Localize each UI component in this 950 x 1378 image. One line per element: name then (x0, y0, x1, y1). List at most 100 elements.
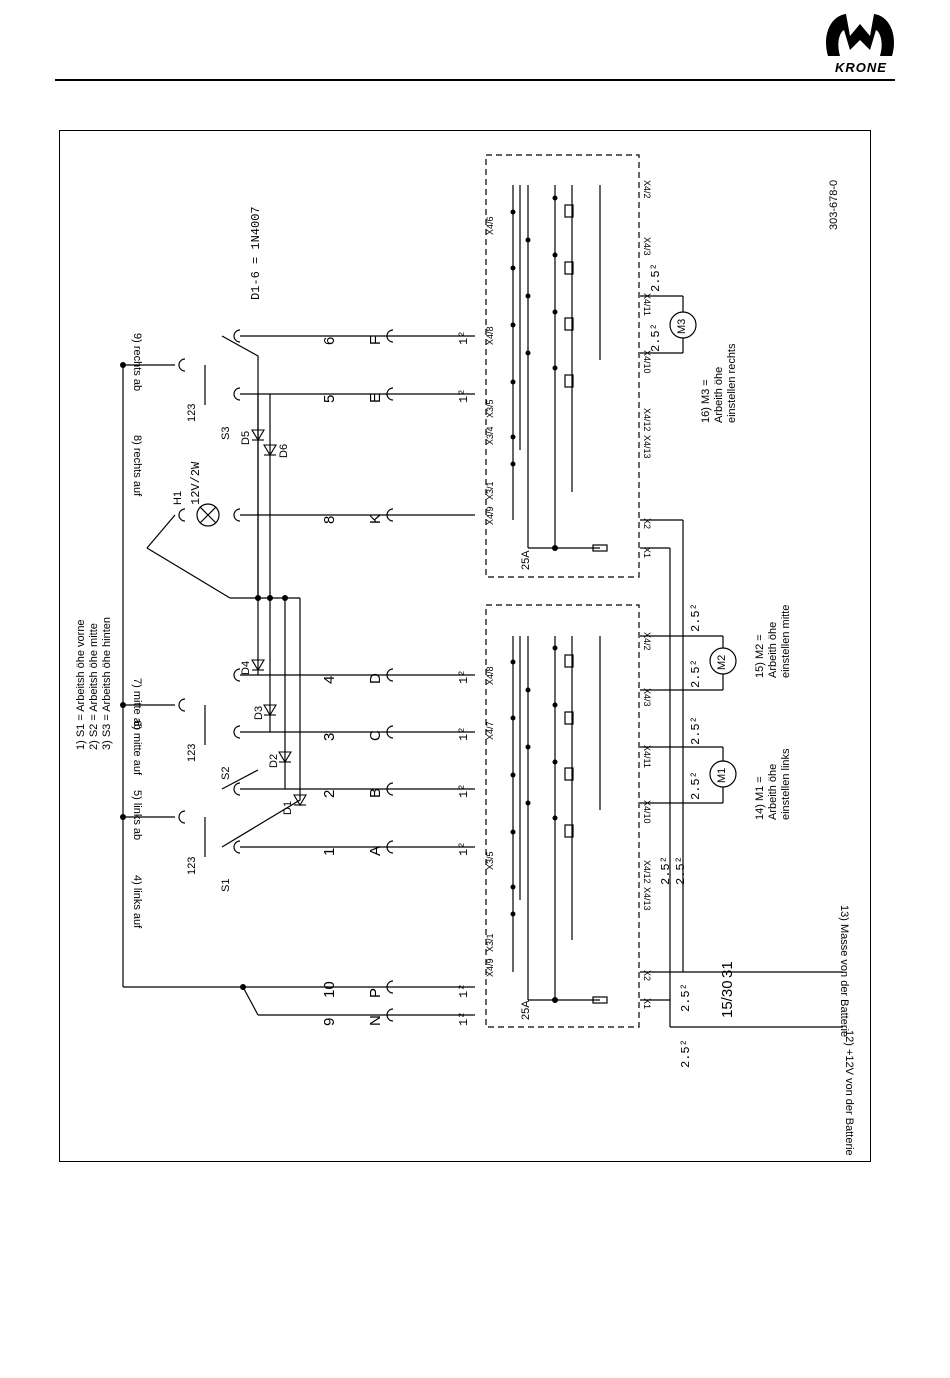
switch-s3-pins: 123 (186, 403, 198, 422)
drawing-frame (59, 130, 871, 1162)
control-unit-lower (485, 604, 640, 1028)
diode-d1: D1 (282, 800, 294, 815)
legend-m2-1: 15) M2 = (754, 634, 766, 678)
wire-letter-f: F (367, 335, 384, 345)
terminal-x4-12-upper: X4/12 (642, 408, 652, 432)
wire-letter-a: A (367, 845, 384, 856)
terminal-31: 31 (719, 961, 736, 978)
diode-d2: D2 (268, 753, 280, 768)
cross-section-m2a: 2.5² (689, 603, 703, 632)
battery-ground-label: 13) Masse von der Batterie (838, 905, 850, 1038)
legend-s1: 1) S1 = Arbeitsh öhe vorne (75, 619, 87, 750)
cross-section-d: 1² (457, 669, 471, 684)
func-rechts-ab: 9) rechts ab (131, 333, 143, 392)
legend-m3-2: Arbeith öhe (713, 366, 725, 423)
krone-logo (826, 14, 894, 56)
cross-section-m2b: 2.5² (689, 659, 703, 688)
wire-number-8: 8 (321, 515, 338, 524)
legend-m1-2: Arbeith öhe (767, 763, 779, 820)
switch-s2-pins: 123 (186, 743, 198, 762)
terminal-x4-9-upper: X4/9 (485, 506, 495, 525)
cross-section-c: 1² (457, 726, 471, 741)
terminal-x4-13-upper: X4/13 (642, 435, 652, 459)
wire-number-1: 1 (321, 847, 338, 856)
legend-m3-3: einstellen rechts (726, 343, 738, 424)
cross-section-power3: 2.5² (679, 983, 693, 1012)
diodes (251, 429, 307, 807)
terminal-x4-3-lower: X4/3 (642, 688, 652, 707)
battery-plus-label: 12) +12V von der Batterie (843, 1030, 855, 1156)
wire-number-5: 5 (321, 394, 338, 403)
diode-d4: D4 (240, 660, 252, 675)
terminal-x4-3-upper: X4/3 (642, 237, 652, 256)
wire-letter-n: N (367, 1015, 384, 1026)
lamp-rating: 12V/2W (189, 461, 203, 505)
control-unit-upper (485, 154, 640, 578)
terminal-x3-4-upper: X3/4 (485, 426, 495, 445)
wire-letter-d: D (367, 673, 384, 684)
cross-section-m1b: 2.5² (689, 771, 703, 800)
terminal-x4-8-upper: X4/8 (485, 326, 495, 345)
motor-m2-label: M2 (716, 654, 728, 670)
motor-m3-label: M3 (676, 318, 688, 334)
terminal-x4-10-lower: X4/10 (642, 800, 652, 824)
terminal-x4-2-lower: X4/2 (642, 632, 652, 651)
legend-s2: 2) S2 = Arbeitsh öhe mitte (88, 623, 100, 750)
switch-s3: S3 (220, 426, 232, 440)
terminal-x4-2-upper: X4/2 (642, 180, 652, 199)
cross-section-e: 1² (457, 388, 471, 403)
cross-section-f: 1² (457, 330, 471, 345)
fuse-lower-label: 25A (520, 1000, 532, 1020)
wire-letter-b: B (367, 787, 384, 798)
terminal-x4-11-upper: X4/11 (642, 293, 652, 316)
terminal-x4-10-upper: X4/10 (642, 350, 652, 374)
wire-letter-p: P (367, 987, 384, 998)
cross-section-m3a: 2.5² (649, 263, 663, 292)
diode-d3: D3 (253, 705, 265, 720)
wire-number-6: 6 (321, 336, 338, 345)
terminal-x4-12-lower: X4/12 (642, 860, 652, 884)
cross-section-a: 1² (457, 841, 471, 856)
wire-number-4: 4 (321, 675, 338, 684)
wire-number-2: 2 (321, 789, 338, 798)
diode-d6: D6 (278, 443, 290, 458)
header-rule (55, 79, 895, 81)
legend-m1-1: 14) M1 = (754, 776, 766, 820)
wire-letter-c: C (367, 730, 384, 741)
diode-d5: D5 (240, 430, 252, 445)
cross-section-power4: 2.5² (679, 1039, 693, 1068)
lamp-h1 (196, 503, 220, 527)
lamp-ref: H1 (172, 490, 184, 505)
func-mitte-ab: 7) mitte ab (131, 678, 143, 730)
legend-s3: 3) S3 = Arbeitsh öhe hinten (101, 616, 113, 750)
terminal-x4-7-lower: X4/7 (485, 721, 495, 740)
wire-number-9: 9 (321, 1017, 338, 1026)
legend-m1-3: einstellen links (780, 748, 792, 820)
drawing-number: 303-678-0 (828, 179, 840, 230)
diode-spec: D1-6 = 1N4007 (249, 206, 263, 300)
connector-cups (178, 329, 394, 1022)
motor-m1-label: M1 (716, 767, 728, 783)
legend-m3-1: 16) M3 = (700, 379, 712, 423)
func-links-ab: 5) links ab (131, 790, 143, 841)
terminal-1530: 15/30 (719, 980, 736, 1018)
func-rechts-auf: 8) rechts auf (131, 435, 143, 497)
wire-letter-e: E (367, 392, 384, 403)
fuse-upper-label: 25A (520, 550, 532, 570)
terminal-x1-upper: X1 (642, 547, 652, 559)
terminal-x2-lower: X2 (642, 970, 652, 982)
func-links-auf: 4) links auf (131, 875, 143, 929)
cross-section-p: 1² (457, 983, 471, 998)
terminal-x4-6-upper: X4/6 (485, 216, 495, 235)
junction-dots (120, 195, 558, 1003)
terminal-x3-1-upper: X3/1 (485, 481, 495, 500)
legend-m2-2: Arbeith öhe (767, 621, 779, 678)
cross-section-n: 1² (457, 1011, 471, 1026)
terminal-x4-8-lower: X4/8 (485, 666, 495, 685)
cross-section-m1a: 2.5² (689, 716, 703, 745)
switch-s1: S1 (220, 878, 232, 892)
wire-number-3: 3 (321, 732, 338, 741)
cross-section-b: 1² (457, 783, 471, 798)
terminal-x4-11-lower: X4/11 (642, 745, 652, 768)
